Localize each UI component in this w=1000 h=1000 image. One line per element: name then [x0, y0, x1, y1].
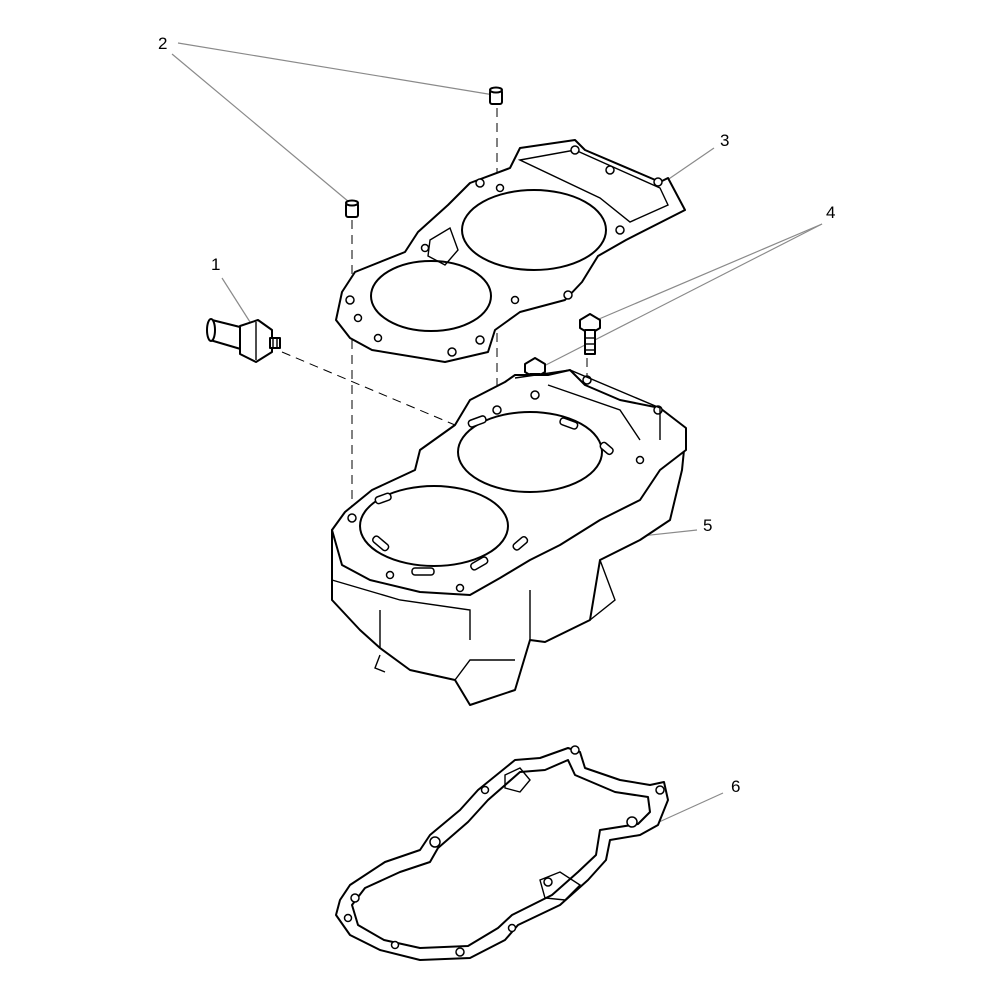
leader-lines [171, 42, 823, 828]
callout-3-label: 3 [720, 131, 729, 150]
base-gasket-holes [343, 745, 665, 957]
callout-4-label: 4 [826, 203, 835, 222]
gasket-bolt-holes [345, 145, 663, 357]
coolant-passages [372, 415, 614, 576]
leader-2a [177, 42, 495, 96]
cylinder-bolt-rear [579, 313, 601, 355]
dowel-pin-upper [489, 86, 503, 105]
cylinder-base-gasket [335, 745, 669, 961]
leader-4a [591, 223, 823, 323]
cylinder-block [331, 369, 687, 706]
leader-2b [171, 53, 350, 203]
callout-1-label: 1 [211, 255, 220, 274]
dowel-pin-lower [345, 199, 359, 218]
leader-1 [221, 277, 251, 323]
callout-6-label: 6 [731, 777, 740, 796]
temperature-sensor [206, 318, 281, 363]
callout-2-label: 2 [158, 34, 167, 53]
cylinder-head-gasket [335, 139, 686, 363]
callout-5-label: 5 [703, 516, 712, 535]
